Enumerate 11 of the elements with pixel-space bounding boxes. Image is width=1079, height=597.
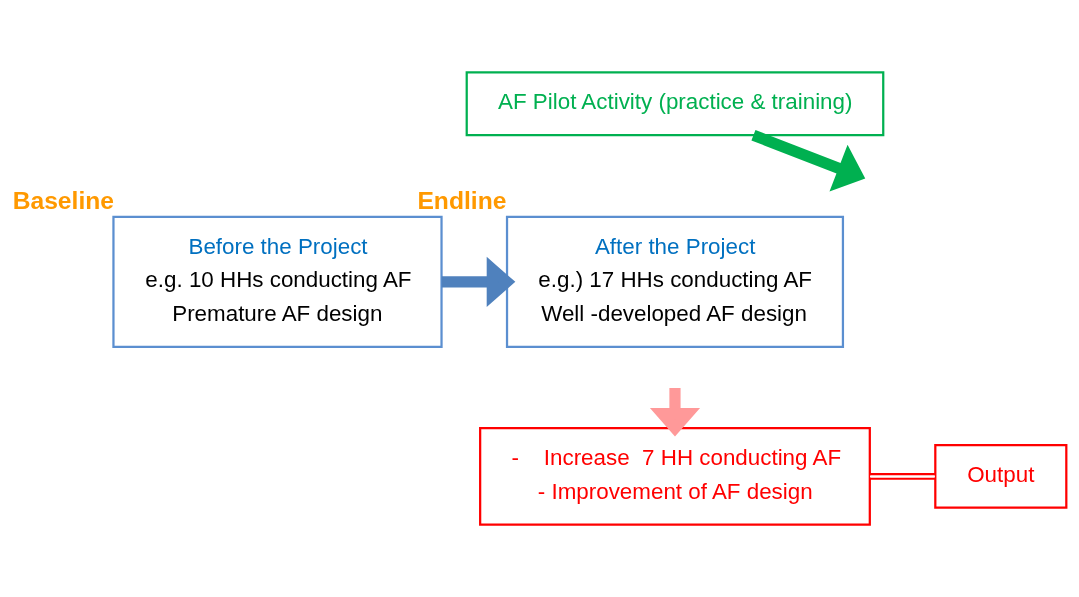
node-box: Before the Project e.g. 10 HHs conducting AF Premature AF design (112, 215, 443, 348)
arrow (751, 130, 866, 192)
arrow (649, 388, 701, 437)
node-label: Baseline (12, 186, 114, 214)
node-label: Endline (417, 186, 507, 214)
node-box: Output (934, 443, 1068, 509)
arrow (441, 256, 516, 307)
node-box: - Increase 7 HH conducting AF - Improvement of AF design (479, 427, 871, 526)
connector (870, 473, 935, 480)
node-box: AF Pilot Activity (practice & training) (465, 71, 885, 137)
node-box: After the Project e.g.) 17 HHs conducting AF Well -developed AF design (505, 215, 845, 348)
